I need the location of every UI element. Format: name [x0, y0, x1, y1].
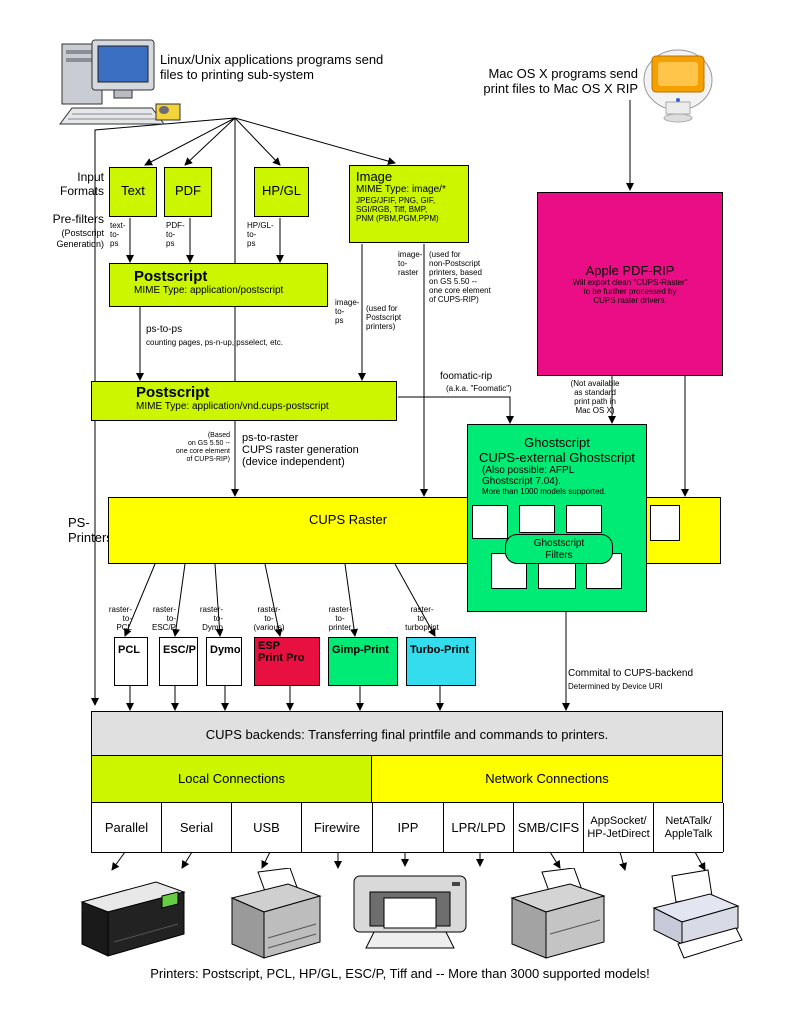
input-box-label: PDF	[175, 183, 201, 198]
ps-to-ps-desc: counting pages, ps-n-up, psselect, etc.	[146, 338, 283, 347]
connection-parallel: Parallel	[92, 803, 162, 852]
image-mime: MIME Type: image/*	[356, 184, 446, 195]
foomatic-sub: (a.k.a. "Foomatic")	[446, 384, 512, 393]
cups-backends-label: CUPS backends: Transferring final printf…	[205, 727, 609, 742]
connection-smb-cifs: SMB/CIFS	[514, 803, 584, 852]
driver-dymo: Dymo	[206, 637, 242, 686]
connection-firewire: Firewire	[302, 803, 373, 852]
filter-card	[519, 505, 555, 533]
connection-row: Parallel Serial USB Firewire IPP LPR/LPD…	[91, 802, 724, 853]
image-formats: JPEG/JFIF, PNG, GIF, SGI/RGB, Tiff, BMP,…	[356, 196, 439, 223]
connection-netatalk: NetATalk/ AppleTalk	[654, 803, 724, 852]
wide-format-printer-icon	[353, 875, 467, 949]
cups-raster-label: CUPS Raster	[309, 512, 388, 527]
apple-rip-title: Apple PDF-RIP	[585, 263, 675, 278]
hpgl-to-ps-filter: HP/GL- to- ps	[247, 221, 274, 248]
filter-card	[566, 505, 602, 533]
filter-card	[650, 505, 680, 541]
connection-ipp: IPP	[373, 803, 444, 852]
raster-to-various-filter: raster- to- (various)	[253, 605, 285, 632]
ghostscript-title: Ghostscript CUPS-external Ghostscript	[478, 435, 636, 465]
cups-backends-box: CUPS backends: Transferring final printf…	[91, 711, 723, 756]
raster-to-turboprint-filter: raster- to- turboprint	[405, 605, 439, 632]
local-connections-label: Local Connections	[178, 771, 285, 786]
filter-card	[472, 505, 508, 539]
apple-rip-note: (Not available as standard print path in…	[570, 379, 620, 415]
commit-label: Commital to CUPS-backend	[568, 668, 694, 679]
image-to-ps-note: (used for Postscript printers)	[366, 304, 402, 331]
laser-printer-black-icon	[80, 881, 186, 957]
driver-label: ESP Print Pro	[258, 640, 305, 664]
image-to-ps-filter: image- to- ps	[335, 298, 360, 325]
input-box-text: Text	[109, 167, 157, 217]
driver-label: PCL	[118, 644, 140, 656]
input-box-hpgl: HP/GL	[254, 167, 309, 217]
vnd-postscript-mime: MIME Type: application/vnd.cups-postscri…	[136, 401, 329, 412]
raster-to-escp-filter: raster- to- ESC/P	[151, 605, 176, 632]
prefilters-label: Pre-filters	[52, 212, 104, 226]
driver-escp: ESC/P	[159, 637, 198, 686]
raster-to-printer-filter: raster- to- printer	[328, 605, 352, 632]
driver-pcl: PCL	[114, 637, 148, 686]
ghostscript-filters-badge: Ghostscript Filters	[505, 534, 613, 564]
driver-label: Gimp-Print	[332, 644, 389, 656]
foomatic-label: foomatic-rip	[440, 371, 493, 382]
driver-esp-print-pro: ESP Print Pro	[254, 637, 320, 686]
small-inkjet-printer-icon	[652, 869, 743, 959]
postscript-box: Postscript MIME Type: application/postsc…	[109, 263, 328, 307]
image-to-raster-note: (used for non-Postscript printers, based…	[429, 250, 491, 304]
linux-caption: Linux/Unix applications programs send fi…	[160, 52, 384, 82]
vnd-postscript-title: Postscript	[136, 384, 210, 401]
driver-label: Turbo-Print	[410, 644, 470, 656]
pdf-to-ps-filter: PDF- to- ps	[166, 221, 185, 248]
driver-label: Dymo	[210, 644, 241, 656]
ps-to-ps-label: ps-to-ps	[146, 324, 183, 335]
laser-printer-gray-icon	[510, 868, 606, 959]
inkjet-printer-gray-icon	[230, 868, 322, 959]
prefilters-sub-label: (Postscript Generation)	[56, 228, 104, 249]
input-box-pdf: PDF	[164, 167, 212, 217]
ghostscript-sub: (Also possible: AFPL Ghostscript 7.04).	[482, 465, 575, 487]
ghostscript-models: More than 1000 models supported.	[482, 487, 607, 496]
raster-to-pcl-filter: raster- to- PCL	[108, 605, 132, 632]
ps-to-raster-note: (Based on GS 5.50 -- one core element of…	[175, 432, 230, 463]
postscript-title: Postscript	[134, 268, 208, 285]
connection-serial: Serial	[162, 803, 232, 852]
ghostscript-filters-label: Ghostscript Filters	[533, 538, 585, 561]
image-title: Image	[356, 169, 393, 184]
imac-icon	[643, 49, 713, 123]
input-box-label: HP/GL	[261, 183, 301, 198]
connection-usb: USB	[232, 803, 302, 852]
network-connections-label: Network Connections	[485, 771, 609, 786]
driver-label: ESC/P	[163, 644, 197, 656]
apple-rip-desc: Will export clean "CUPS-Raster" to be fu…	[572, 278, 688, 305]
connection-lpr-lpd: LPR/LPD	[444, 803, 514, 852]
linux-computer-icon	[59, 39, 181, 125]
input-box-label: Text	[121, 183, 145, 198]
ps-printers-label: PS- Printers	[68, 515, 113, 545]
ps-to-raster-label: ps-to-raster CUPS raster generation (dev…	[242, 432, 359, 468]
image-box: Image MIME Type: image/* JPEG/JFIF, PNG,…	[349, 165, 469, 243]
connection-appsocket: AppSocket/ HP-JetDirect	[584, 803, 654, 852]
input-formats-label: Input Formats	[59, 170, 104, 198]
network-connections-band: Network Connections	[371, 756, 723, 803]
driver-gimp-print: Gimp-Print	[328, 637, 398, 686]
local-connections-band: Local Connections	[91, 756, 372, 803]
text-to-ps-filter: text- to- ps	[110, 221, 126, 248]
commit-sub: Determined by Device URI	[568, 682, 663, 691]
footer-caption: Printers: Postscript, PCL, HP/GL, ESC/P,…	[150, 966, 650, 981]
mac-caption: Mac OS X programs send print files to Ma…	[483, 66, 638, 96]
apple-pdf-rip-box: Apple PDF-RIP Will export clean "CUPS-Ra…	[537, 192, 723, 376]
raster-to-dymo-filter: raster- to- Dymo	[199, 605, 223, 632]
driver-turbo-print: Turbo-Print	[406, 637, 476, 686]
image-to-raster-filter: image- to- raster	[398, 250, 423, 277]
vnd-postscript-box: Postscript MIME Type: application/vnd.cu…	[91, 381, 397, 421]
postscript-mime: MIME Type: application/postscript	[134, 285, 284, 296]
